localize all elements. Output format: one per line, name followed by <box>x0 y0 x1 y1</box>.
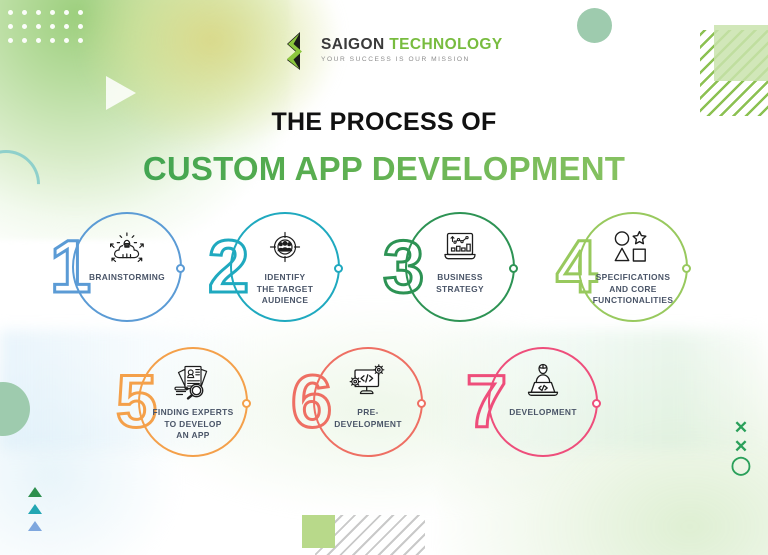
target-audience-icon <box>230 226 340 268</box>
x-mark-icon: ✕ <box>733 437 749 456</box>
chart-presentation-icon <box>405 226 515 268</box>
grid-dot <box>64 24 69 29</box>
white-play-triangle-icon <box>106 76 136 110</box>
step-label-6: PRE-DEVELOPMENT <box>334 407 402 429</box>
grid-dot <box>78 24 83 29</box>
blue-triangle-icon <box>28 521 42 531</box>
green-circle-top-decoration <box>577 8 612 43</box>
step-label-7: DEVELOPMENT <box>509 407 577 417</box>
brand-name-primary: SAIGON <box>321 36 385 53</box>
grid-dot <box>22 38 27 43</box>
step-number-6: 6 <box>290 360 334 443</box>
step-number-5: 5 <box>115 360 159 443</box>
grid-dot <box>36 24 41 29</box>
step-connector-dot-4 <box>682 264 691 273</box>
grid-dot <box>8 38 13 43</box>
white-dot-grid-decoration <box>8 10 86 46</box>
grid-dot <box>64 38 69 43</box>
step-number-1: 1 <box>49 225 93 308</box>
grid-dot <box>8 24 13 29</box>
resume-magnifier-icon <box>122 361 264 403</box>
grid-dot <box>8 10 13 15</box>
brand-name: SAIGON TECHNOLOGY <box>321 37 503 53</box>
lightbulb-cloud-icon <box>72 226 182 268</box>
step-connector-dot-6 <box>417 399 426 408</box>
step-connector-dot-2 <box>334 264 343 273</box>
saigon-chevron-logo-icon <box>287 32 302 70</box>
triangle-stack-decoration <box>28 487 44 538</box>
teal-triangle-icon <box>28 504 42 514</box>
grid-dot <box>50 24 55 29</box>
page-title-line1: THE PROCESS OF <box>271 108 497 136</box>
grid-dot <box>36 10 41 15</box>
brand-logo-text: SAIGON TECHNOLOGY YOUR SUCCESS IS OUR MI… <box>321 37 503 65</box>
shapes-icon <box>562 226 704 268</box>
step-number-3: 3 <box>382 225 426 308</box>
light-green-square-top-right <box>714 25 768 81</box>
grid-dot <box>78 10 83 15</box>
grid-dot <box>50 38 55 43</box>
x-mark-icon: ✕ <box>733 418 749 437</box>
step-connector-dot-7 <box>592 399 601 408</box>
green-triangle-icon <box>28 487 42 497</box>
o-mark-icon: ◯ <box>730 455 752 475</box>
xo-marks-decoration: ✕ ✕ ◯ <box>729 418 753 475</box>
brand-tagline: YOUR SUCCESS IS OUR MISSION <box>321 56 470 63</box>
grid-dot <box>50 10 55 15</box>
grid-dot <box>78 38 83 43</box>
background-gradient-top-left-warm <box>80 0 340 150</box>
grid-dot <box>64 10 69 15</box>
step-connector-dot-1 <box>176 264 185 273</box>
brand-logo: SAIGON TECHNOLOGY YOUR SUCCESS IS OUR MI… <box>284 30 502 72</box>
grid-dot <box>22 24 27 29</box>
step-label-1: BRAINSTORMING <box>88 272 166 282</box>
step-connector-dot-3 <box>509 264 518 273</box>
step-connector-dot-5 <box>242 399 251 408</box>
page-title-line2: CUSTOM APP DEVELOPMENT <box>0 150 768 188</box>
grid-dot <box>36 38 41 43</box>
step-number-7: 7 <box>465 360 509 443</box>
step-number-4: 4 <box>555 225 599 308</box>
step-circle-3 <box>405 212 518 322</box>
step-number-2: 2 <box>207 225 251 308</box>
monitor-code-gears-icon <box>313 361 423 403</box>
green-square-bottom <box>302 515 335 548</box>
developer-laptop-icon <box>488 361 598 403</box>
grid-dot <box>22 10 27 15</box>
brand-name-secondary: TECHNOLOGY <box>389 36 503 53</box>
